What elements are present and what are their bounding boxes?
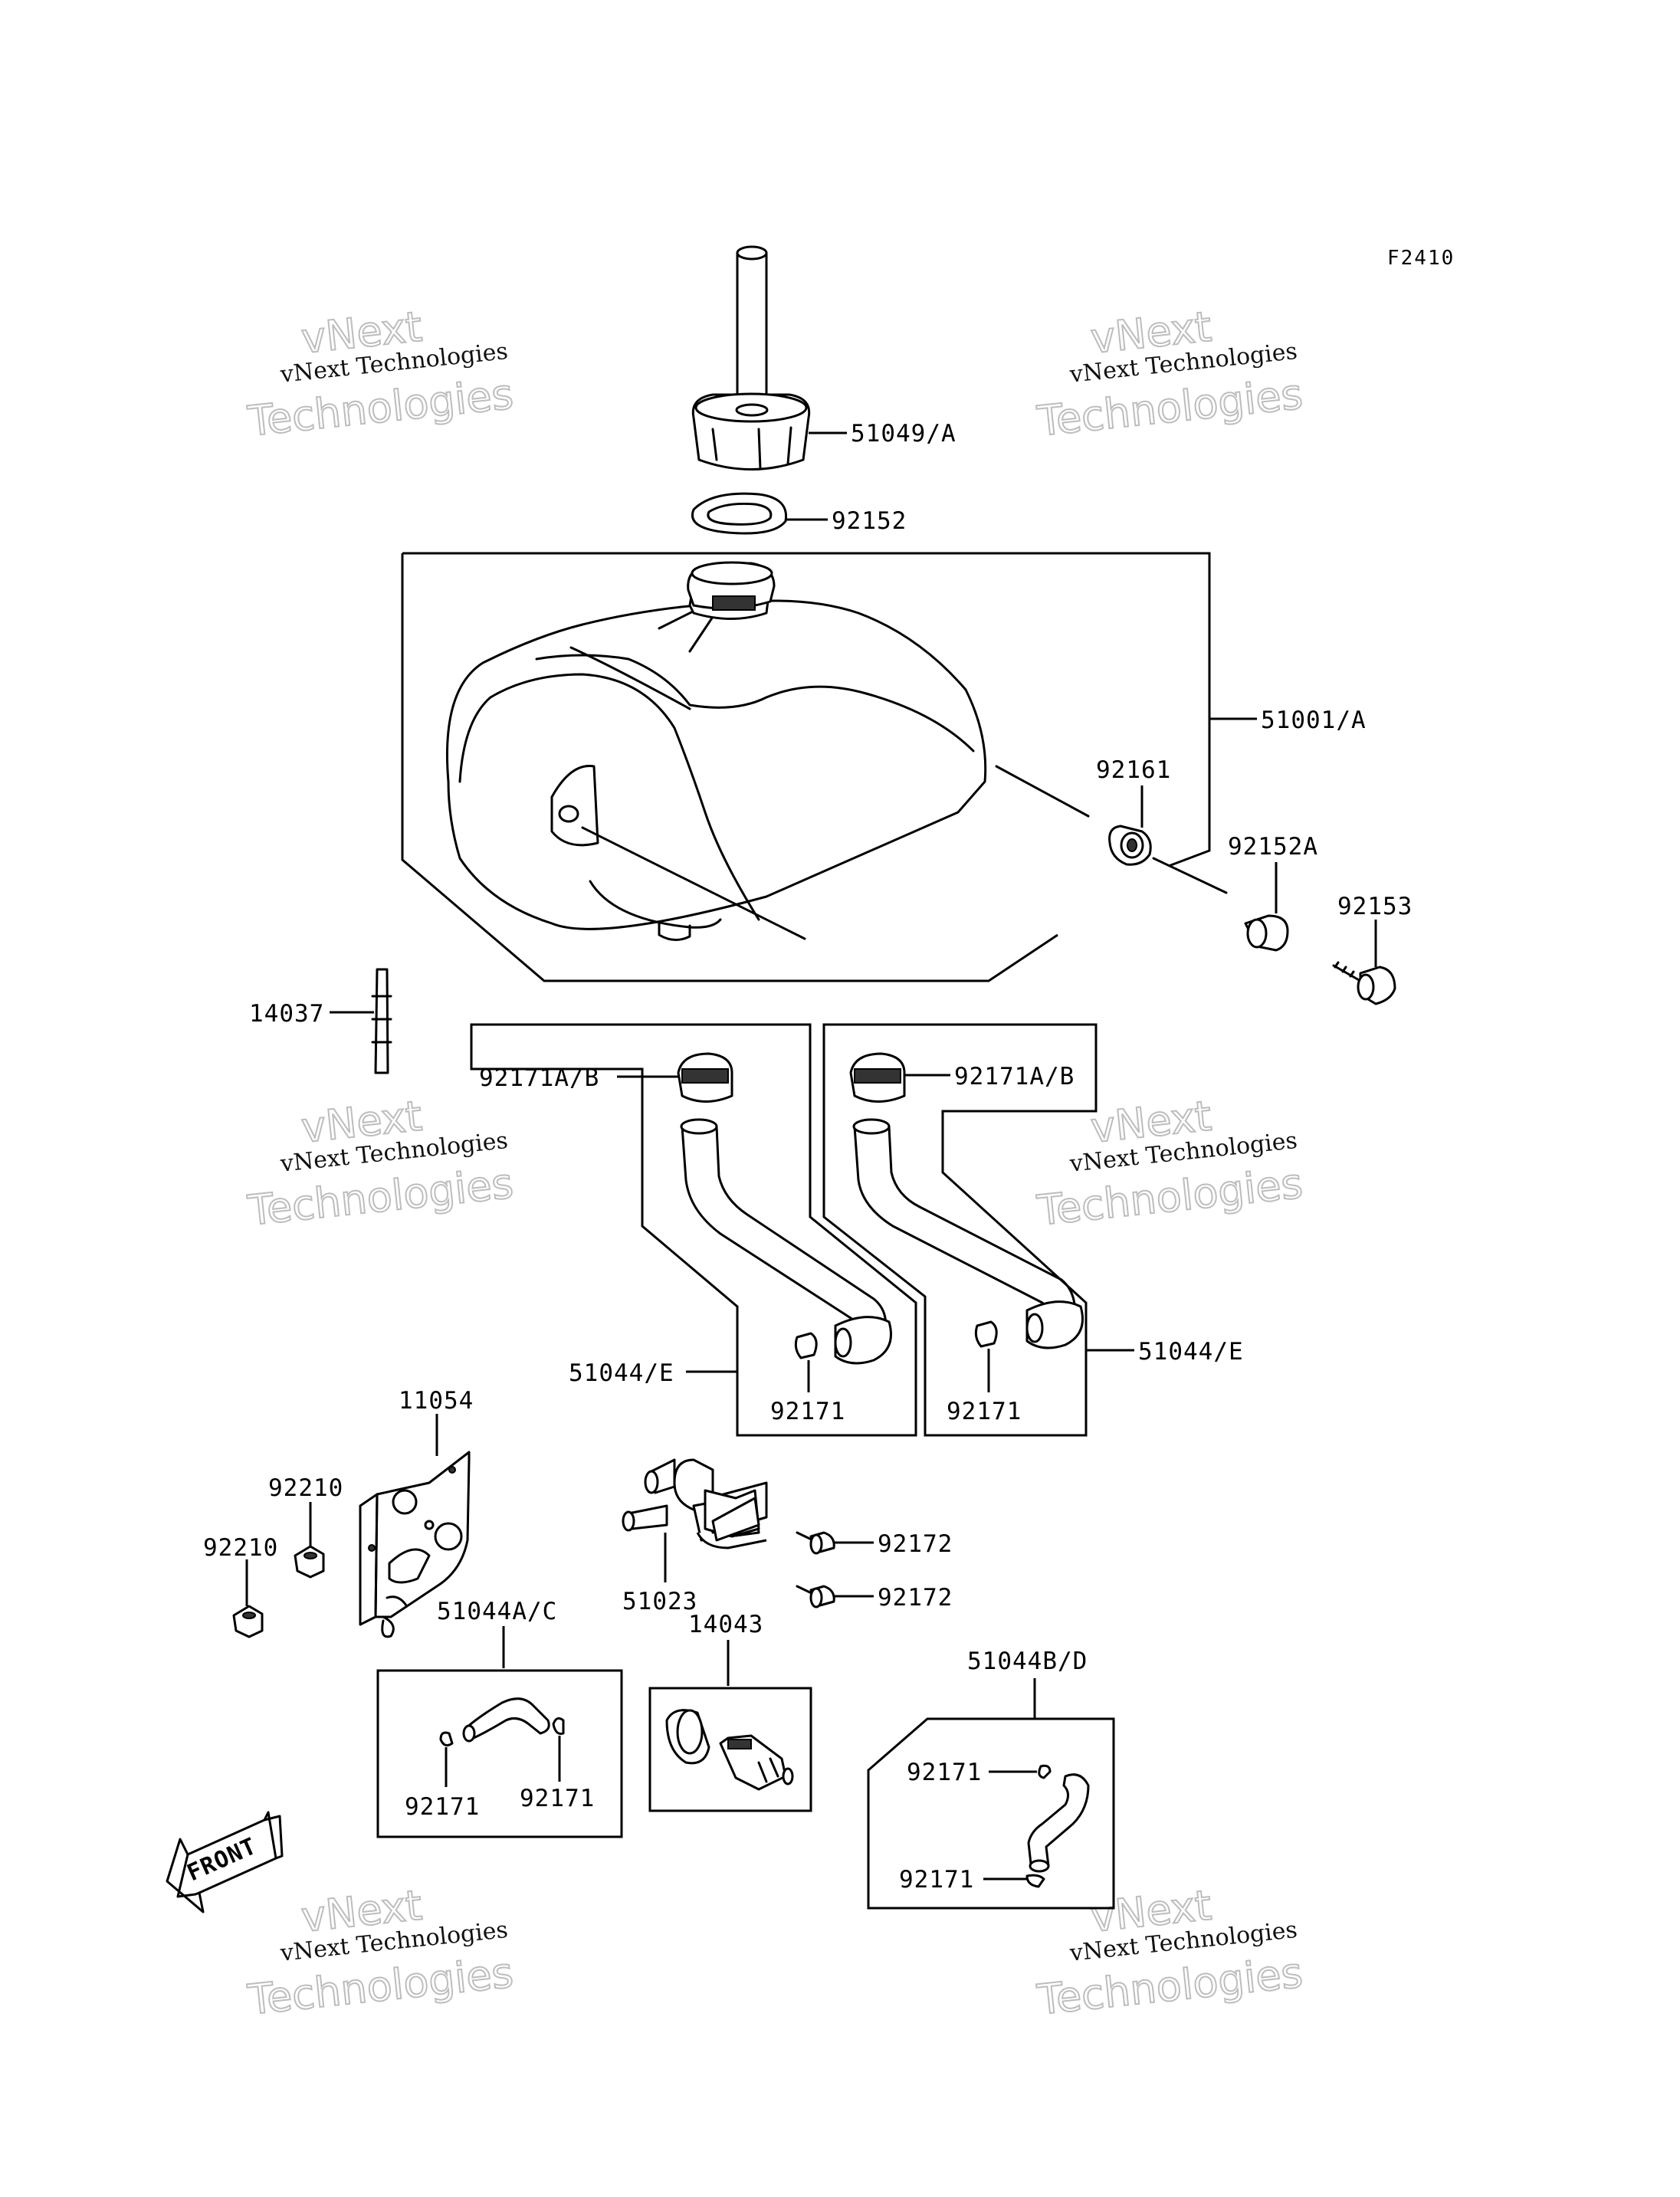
hose-ac-frame xyxy=(376,1669,623,1838)
band-drawing xyxy=(371,968,392,1074)
part-label-clip-right: 92171 xyxy=(947,1398,1022,1425)
figure-code: F2410 xyxy=(1387,247,1455,270)
part-label-cap: 51049/A xyxy=(851,420,956,448)
fuel-tank-drawing xyxy=(445,561,1090,941)
part-label-hose-ac: 51044A/C xyxy=(437,1598,557,1625)
part-label-cap-gasket: 92152 xyxy=(832,507,907,535)
bolt-drawing xyxy=(1332,961,1396,1005)
tank-group-frame xyxy=(401,552,1211,982)
part-label-clamp-right: 92171A/B xyxy=(954,1063,1075,1090)
part-label-screw-upper: 92172 xyxy=(878,1530,953,1558)
part-label-clamp-left: 92171A/B xyxy=(479,1064,599,1092)
part-label-nut-lower: 92210 xyxy=(203,1534,278,1562)
part-label-clip-left: 92171 xyxy=(770,1398,845,1425)
watermark-bottom-right: vNext vNext Technologies Technologies xyxy=(1034,1881,1306,2025)
screw-upper-drawing xyxy=(796,1531,835,1555)
watermark-mid-right: vNext vNext Technologies Technologies xyxy=(1034,1091,1306,1236)
hose-group-left-frame xyxy=(470,1023,917,1437)
hose-bd-frame xyxy=(867,1717,1115,1910)
part-label-screw-lower: 92172 xyxy=(878,1584,953,1612)
hose-group-right-frame xyxy=(822,1023,1098,1437)
part-label-fuel-cock: 51023 xyxy=(622,1588,697,1615)
part-label-grommet: 92161 xyxy=(1096,756,1171,784)
part-label-nut-upper: 92210 xyxy=(268,1474,343,1502)
fuel-cap-drawing xyxy=(691,245,811,471)
filter-drawing xyxy=(665,1709,794,1791)
part-label-clip-ac-right: 92171 xyxy=(520,1785,595,1812)
part-label-clip-bd-lower: 92171 xyxy=(899,1866,974,1894)
bracket-drawing xyxy=(359,1451,471,1638)
nut-upper-drawing xyxy=(294,1545,325,1579)
hose-left-drawing xyxy=(677,1052,892,1365)
grommet-drawing xyxy=(1108,825,1152,866)
part-label-bolt: 92153 xyxy=(1337,893,1413,920)
part-label-band: 14037 xyxy=(249,1000,324,1028)
filter-frame xyxy=(648,1687,812,1812)
watermark-top-left: vNext vNext Technologies Technologies xyxy=(244,302,517,447)
screw-lower-drawing xyxy=(796,1585,835,1608)
hose-bd-drawing xyxy=(1025,1764,1090,1888)
part-label-fuel-tank: 51001/A xyxy=(1261,707,1367,734)
part-label-hose-left: 51044/E xyxy=(569,1359,674,1387)
nut-lower-drawing xyxy=(232,1605,264,1638)
watermark-mid-left: vNext vNext Technologies Technologies xyxy=(244,1091,517,1236)
cap-gasket-drawing xyxy=(691,492,788,535)
part-label-bracket: 11054 xyxy=(399,1387,474,1415)
part-label-hose-right: 51044/E xyxy=(1138,1338,1244,1366)
watermark-bottom-left: vNext vNext Technologies Technologies xyxy=(244,1881,517,2025)
collar-drawing xyxy=(1244,914,1289,952)
part-label-hose-bd: 51044B/D xyxy=(967,1648,1088,1675)
part-label-clip-bd-upper: 92171 xyxy=(907,1759,982,1786)
part-label-filter: 14043 xyxy=(688,1611,763,1638)
part-label-clip-ac-left: 92171 xyxy=(405,1793,480,1821)
part-label-collar: 92152A xyxy=(1228,833,1318,861)
fuel-cock-drawing xyxy=(622,1458,768,1549)
hose-right-drawing xyxy=(849,1052,1084,1349)
front-arrow: FRONT xyxy=(166,1811,284,1913)
watermark-top-right: vNext vNext Technologies Technologies xyxy=(1034,302,1306,447)
hose-ac-drawing xyxy=(439,1697,565,1747)
